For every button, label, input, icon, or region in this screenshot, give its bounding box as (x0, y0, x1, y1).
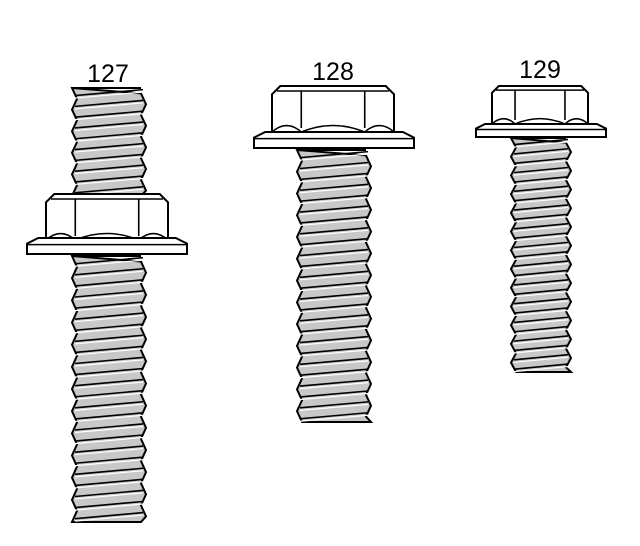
stud-upper-thread (70, 86, 148, 197)
stud-lower-thread (70, 254, 148, 523)
flange-bolt-large (253, 85, 415, 423)
bolt-128-flange (253, 131, 415, 149)
bolt-129-hex-head (491, 85, 589, 125)
stud-with-flange-nut (26, 86, 188, 523)
bolt-129-thread (509, 136, 574, 373)
flange-bolt-small (475, 85, 607, 373)
callout-129: 129 (519, 56, 561, 84)
flange-nut-washer (26, 237, 188, 255)
callout-127: 127 (87, 60, 129, 88)
flange-nut-hex (45, 193, 169, 241)
bolt-128-thread (295, 148, 374, 423)
bolt-128-hex-head (271, 85, 395, 133)
bolt-129-flange (475, 123, 607, 138)
callout-128: 128 (312, 58, 354, 86)
